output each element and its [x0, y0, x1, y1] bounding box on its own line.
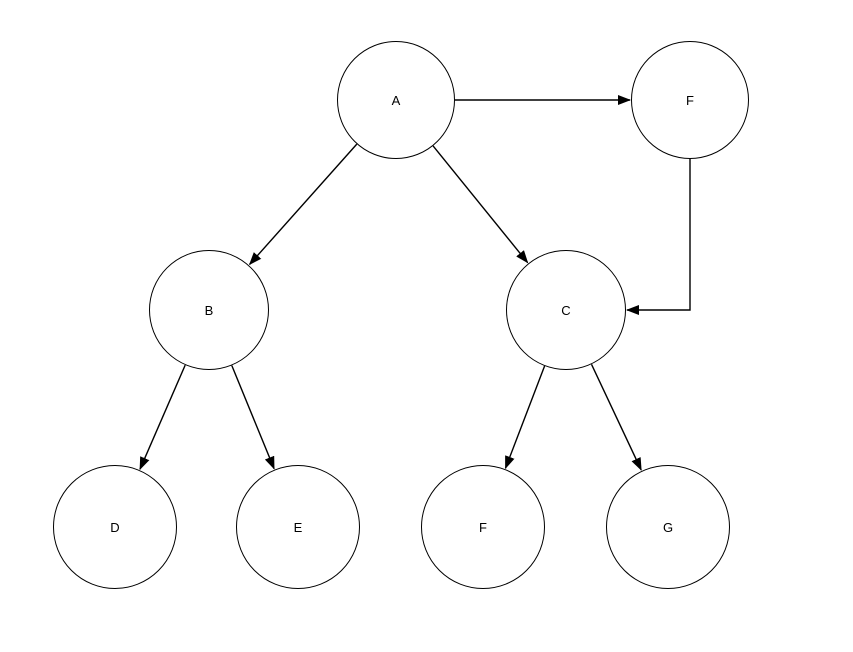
- node-C[interactable]: C: [506, 250, 626, 370]
- edge-B-E[interactable]: [231, 365, 275, 470]
- node-F2[interactable]: F: [421, 465, 545, 589]
- edge-B-D[interactable]: [139, 364, 186, 471]
- node-label-F2: F: [479, 519, 487, 535]
- node-label-B: B: [204, 302, 214, 318]
- node-label-A: A: [391, 92, 401, 108]
- edges-group: [139, 95, 691, 471]
- node-label-D: D: [110, 519, 120, 535]
- edge-A-C[interactable]: [432, 145, 529, 264]
- node-E[interactable]: E: [236, 465, 360, 589]
- edge-F1-C[interactable]: [626, 159, 691, 315]
- node-label-G: G: [662, 519, 674, 535]
- edge-C-G[interactable]: [590, 364, 642, 471]
- node-label-C: C: [561, 302, 571, 318]
- node-G[interactable]: G: [606, 465, 730, 589]
- node-A[interactable]: A: [337, 41, 455, 159]
- node-label-E: E: [293, 519, 303, 535]
- node-label-F1: F: [686, 92, 694, 108]
- edge-A-B[interactable]: [248, 143, 358, 266]
- node-D[interactable]: D: [53, 465, 177, 589]
- node-F1[interactable]: F: [631, 41, 749, 159]
- edge-C-F2[interactable]: [504, 365, 546, 470]
- node-B[interactable]: B: [149, 250, 269, 370]
